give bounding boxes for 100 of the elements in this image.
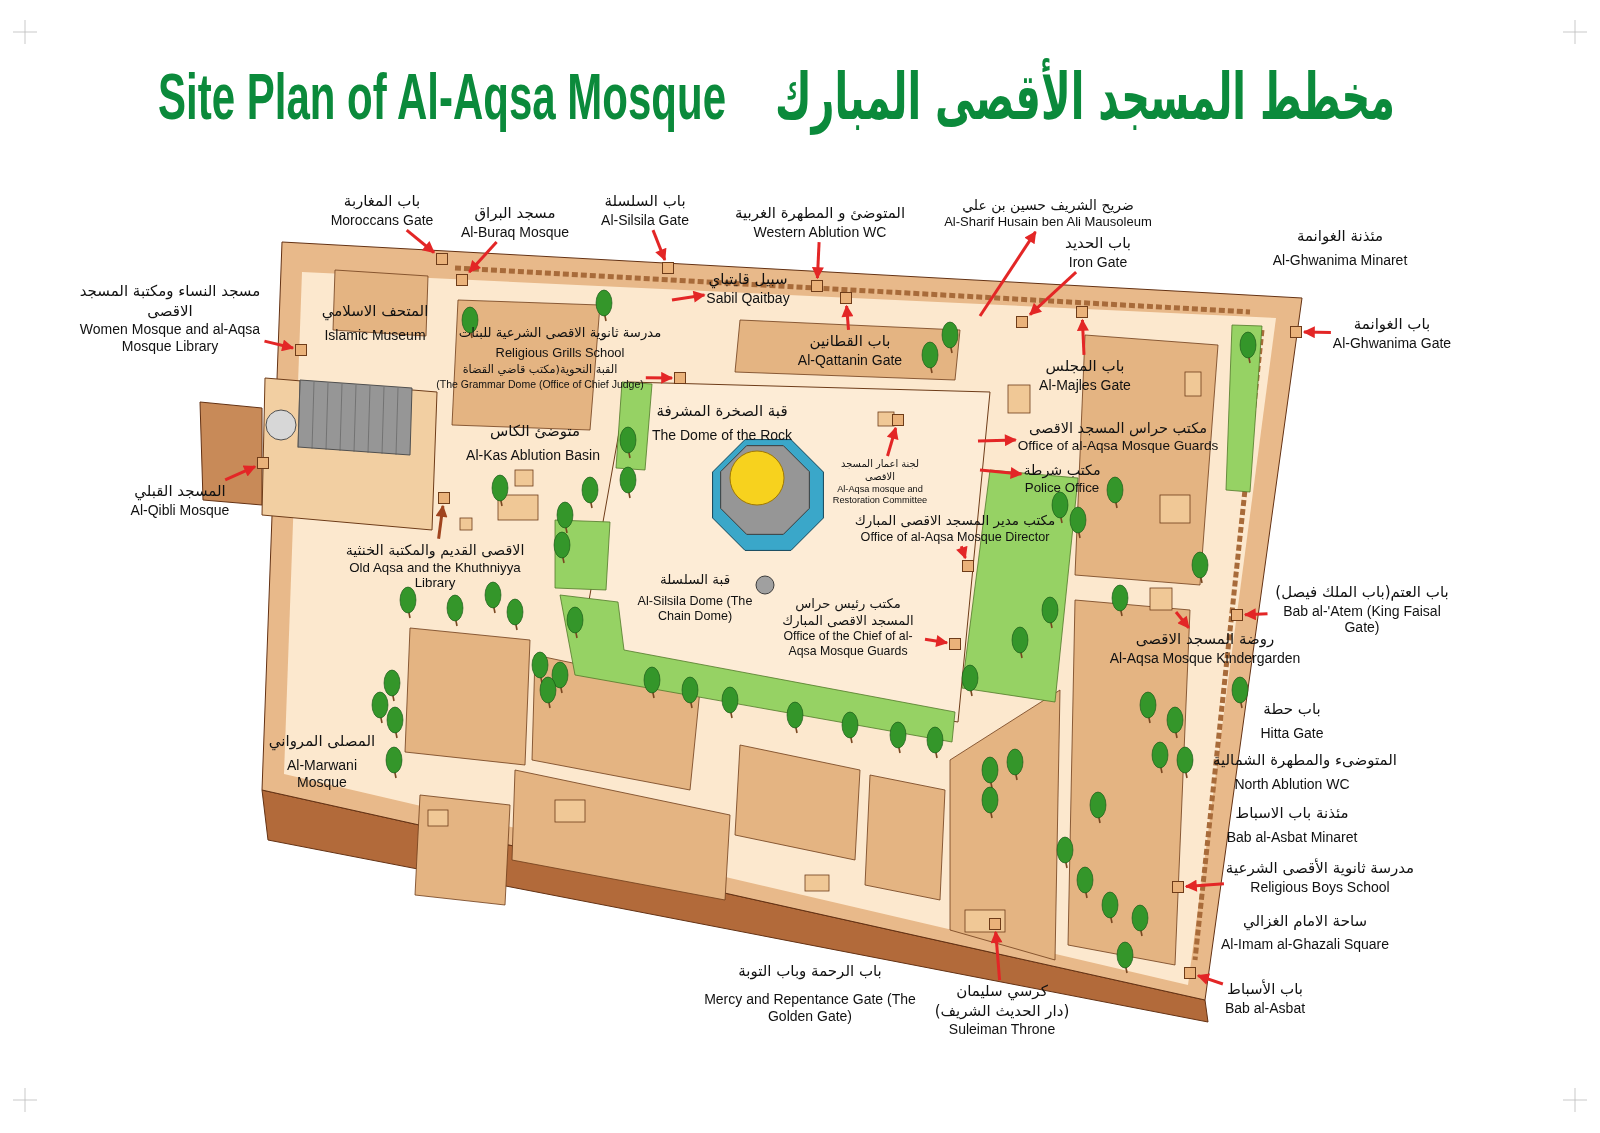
map-label: Al-Kas Ablution Basin: [466, 446, 600, 464]
place-label: كرسي سليمان: [955, 982, 1049, 1002]
map-label: Al-Marwani Mosque: [286, 757, 358, 791]
place-label: باب المجلس: [1044, 356, 1126, 377]
place-label: مكتب حراس المسجد الاقصى: [1027, 419, 1209, 439]
map-label: Al-Ghwanima Minaret: [1272, 251, 1408, 269]
place-label: Office of al-Aqsa Mosque Director: [859, 529, 1051, 545]
arrow: [924, 635, 949, 647]
map-label: مئذنة الغوانمة: [1296, 227, 1384, 247]
map-label: مئذنة باب الاسباط: [1235, 804, 1349, 824]
building-block: [949, 638, 961, 650]
place-label: ضريح الشريف حسين بن علي: [961, 196, 1135, 215]
place-label: Al-Aqsa mosque and Restoration Committee: [831, 483, 929, 506]
building-block: [811, 280, 823, 292]
building-block: [1290, 326, 1302, 338]
map-label: Hitta Gate: [1260, 724, 1324, 742]
place-label: باب المغاربة: [342, 191, 422, 212]
arrow: [1029, 271, 1078, 316]
place-label: Al-Sharif Husain ben Ali Mausoleum: [944, 214, 1152, 230]
building-block: [989, 918, 1001, 930]
title: Site Plan of Al-Aqsa Mosque: [158, 62, 726, 133]
place-label: (The Grammar Dome (Office of Chief Judge): [436, 378, 644, 391]
arrow: [671, 290, 706, 303]
map-label: Al-Silsila Dome (The Chain Dome): [636, 593, 754, 625]
building-block: [1172, 881, 1184, 893]
map-label: قبة السلسلة: [659, 571, 731, 589]
place-label: Women Mosque and al-Aqsa Mosque Library: [78, 320, 262, 355]
arrow: [979, 467, 1023, 479]
place-label: Iron Gate: [1067, 253, 1129, 271]
building-block: [662, 262, 674, 274]
arrow: [1302, 326, 1331, 339]
arrow: [405, 228, 435, 254]
map-label: Religious Grills School: [495, 345, 625, 361]
place-label: مدرسة ثانوية الأقصى الشرعية: [1225, 858, 1415, 879]
arrow: [1243, 608, 1268, 621]
place-label: سبيل قايتباي: [707, 269, 789, 290]
building-block: [456, 274, 468, 286]
map-label: قبة الصخرة المشرفة: [656, 402, 788, 422]
arrow: [811, 242, 824, 280]
map-label: متوضئ الكاس: [489, 422, 581, 442]
place-label: باب الغوانمة: [1352, 314, 1432, 335]
place-label: مكتب رئيس حراس المسجد الاقصى المبارك: [781, 595, 915, 630]
building-block: [840, 292, 852, 304]
map-label: مدرسة ثانوية الاقصى الشرعية للبنات: [458, 324, 662, 342]
place-label: Old Aqsa and the Khuthniyya Library: [348, 559, 522, 592]
map-label: Islamic Museum: [324, 326, 426, 344]
building-block: [257, 457, 269, 469]
map-label: Bab al-Asbat Minaret: [1226, 828, 1358, 846]
building-block: [436, 253, 448, 265]
arrow: [435, 504, 448, 539]
building-block: [1076, 306, 1088, 318]
place-label: الاقصى القديم والمكتبة الخنثية: [344, 540, 526, 560]
map-label: المتحف الاسلامي: [321, 302, 429, 322]
place-label: Al-Ghwanima Gate: [1332, 334, 1452, 352]
place-label: Bab al-Asbat: [1224, 999, 1306, 1017]
arrow: [1196, 973, 1224, 986]
arrow: [956, 545, 968, 560]
arrow: [224, 465, 257, 482]
place-label: Western Ablution WC: [752, 223, 888, 241]
arrow: [886, 426, 899, 457]
map-label: باب حطة: [1263, 700, 1321, 720]
place-label: القبة النحوية(مكتب قاضي القضاة: [461, 363, 619, 378]
map-label: باب الرحمة وباب التوبة: [738, 962, 882, 982]
place-label: مسجد البراق: [473, 203, 557, 224]
place-label: مكتب شرطة: [1023, 460, 1101, 480]
arrow: [841, 304, 854, 331]
place-label: باب السلسلة: [603, 191, 687, 212]
building-block: [674, 372, 686, 384]
map-label: Mercy and Repentance Gate (The Golden Gate): [703, 991, 917, 1025]
building-block: [1184, 967, 1196, 979]
arrow: [978, 230, 1037, 317]
place-label: Police Office: [1023, 479, 1101, 496]
map-label: المصلى المرواني: [268, 732, 376, 752]
arrow: [468, 241, 498, 273]
place-label: المتوضئ و المطهرة الغربية: [734, 203, 906, 224]
place-label: Moroccans Gate: [330, 211, 434, 229]
building-block: [295, 344, 307, 356]
place-label: Al-Qattanin Gate: [797, 351, 903, 369]
arrow: [1184, 879, 1224, 892]
arrow: [1174, 611, 1190, 629]
map-label: North Ablution WC: [1234, 775, 1350, 793]
building-block: [1016, 316, 1028, 328]
place-label: Bab al-'Atem (King Faisal Gate): [1282, 602, 1442, 637]
place-label: باب الحديد: [1065, 233, 1131, 254]
building-block: [962, 560, 974, 572]
place-label: (دار الحديث الشريف): [934, 1001, 1070, 1022]
place-label: Religious Boys School: [1249, 878, 1391, 896]
arrow: [990, 930, 1003, 981]
place-label: مسجد النساء ومكتبة المسجد الاقصى: [78, 281, 262, 321]
place-label: لجنة اعمار المسجد الاقصى: [840, 458, 920, 484]
map-label: ساحة الامام الغزالي: [1242, 912, 1368, 932]
arrow: [264, 339, 295, 352]
building-block: [892, 414, 904, 426]
place-label: Sabil Qaitbay: [706, 289, 790, 307]
place-label: Al-Majles Gate: [1039, 376, 1131, 394]
arrow: [645, 371, 674, 384]
arrow: [651, 229, 667, 262]
place-label: Office of al-Aqsa Mosque Guards: [1017, 438, 1219, 455]
building-block: [438, 492, 450, 504]
place-label: Office of the Chief of al-Aqsa Mosque Guards: [782, 629, 914, 659]
